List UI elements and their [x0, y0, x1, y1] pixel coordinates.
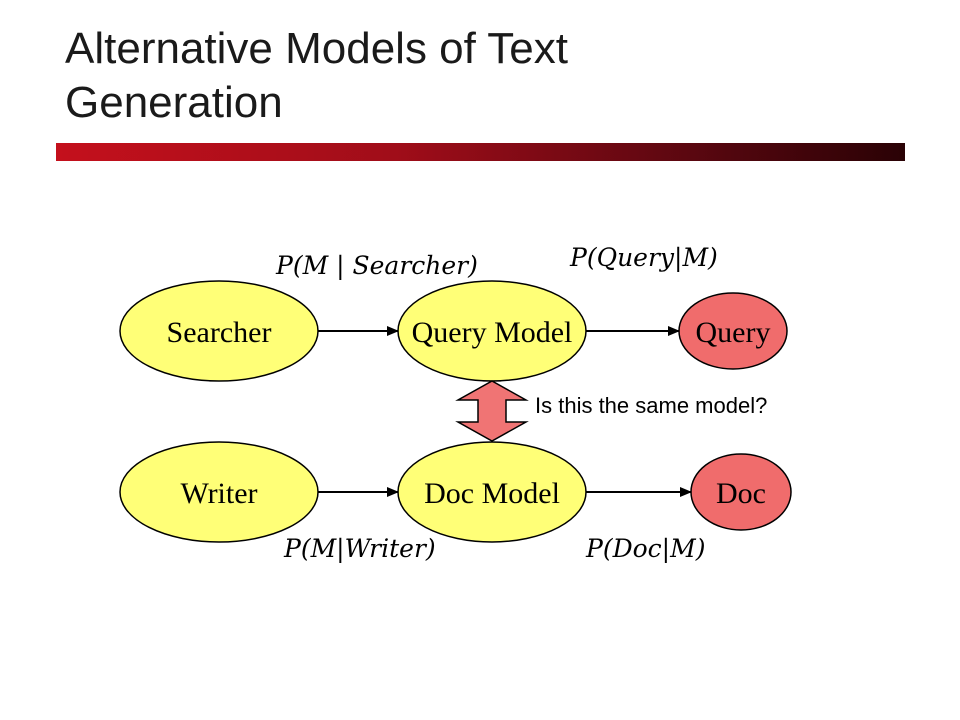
- slide-title-line-1: Alternative Models of Text: [65, 24, 568, 73]
- same-model-double-arrow: [455, 380, 529, 442]
- formula-m-given-searcher: P(M | Searcher): [275, 251, 478, 281]
- searcher-label: Searcher: [167, 316, 272, 349]
- formula-doc-given-m: P(Doc|M): [585, 534, 705, 564]
- formula-m-given-writer: P(M|Writer): [283, 534, 436, 564]
- slide-title: Alternative Models of Text Generation: [65, 22, 915, 130]
- same-model-question: Is this the same model?: [535, 393, 767, 418]
- formula-query-given-m: P(Query|M): [569, 243, 718, 273]
- slide-title-line-2: Generation: [65, 78, 283, 127]
- query-label: Query: [696, 316, 771, 349]
- query-model-label: Query Model: [412, 316, 573, 349]
- title-underline-bar: [56, 143, 905, 161]
- writer-label: Writer: [180, 477, 257, 510]
- doc-label: Doc: [716, 477, 766, 510]
- doc-model-label: Doc Model: [424, 477, 560, 510]
